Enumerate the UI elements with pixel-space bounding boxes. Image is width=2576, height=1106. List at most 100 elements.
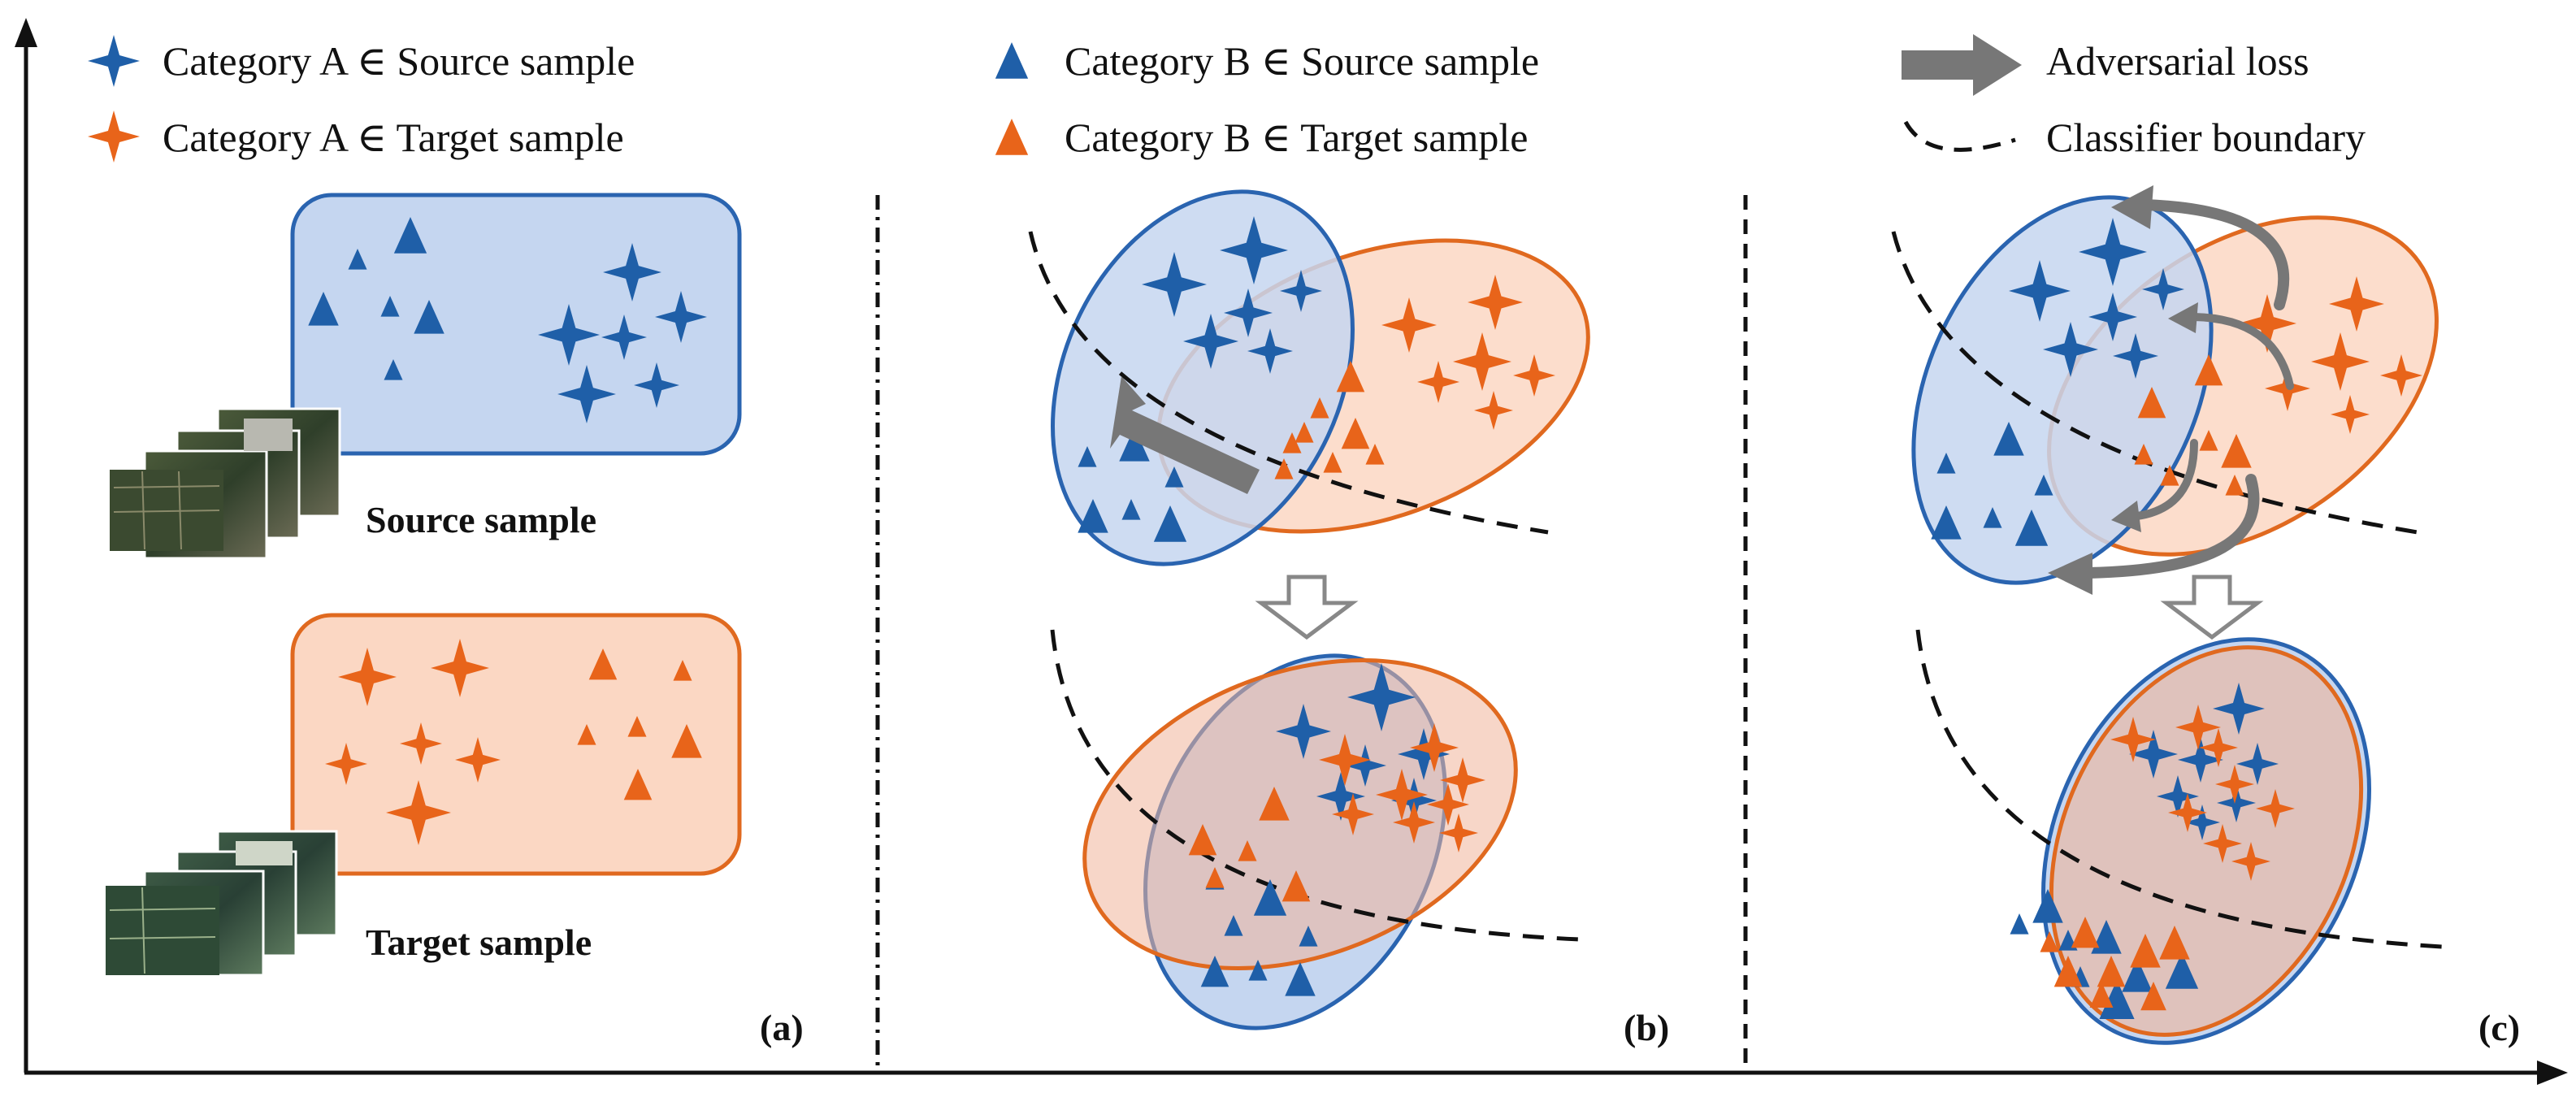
star-marker bbox=[1332, 793, 1374, 835]
legend-item-cat-b-target: Category B ∈ Target sample bbox=[995, 115, 1528, 160]
star-marker bbox=[2168, 793, 2207, 832]
triangle-marker bbox=[1323, 452, 1342, 473]
star-marker bbox=[2215, 765, 2254, 804]
triangle-marker bbox=[1299, 926, 1318, 947]
star-marker bbox=[2331, 395, 2370, 434]
star-marker bbox=[2178, 737, 2223, 783]
star-marker bbox=[1347, 663, 1416, 731]
legend-item-cat-b-source: Category B ∈ Source sample bbox=[995, 38, 1539, 84]
star-marker bbox=[1276, 704, 1331, 759]
y-axis-arrowhead bbox=[15, 18, 37, 47]
panel-b-bottom-markers bbox=[1188, 663, 1485, 996]
star-marker bbox=[1398, 728, 1450, 780]
star-marker bbox=[538, 304, 600, 366]
star-marker bbox=[2329, 276, 2384, 332]
triangle-marker bbox=[588, 648, 618, 680]
triangle-marker bbox=[2165, 952, 2199, 989]
triangle-marker bbox=[2137, 387, 2166, 419]
triangle-marker bbox=[1200, 956, 1229, 987]
star-marker bbox=[557, 365, 616, 423]
axes bbox=[15, 18, 2568, 1085]
star-marker bbox=[1224, 288, 1273, 337]
triangle-marker bbox=[2034, 475, 2053, 496]
triangle-marker bbox=[2053, 956, 2083, 987]
panel-b-top-markers bbox=[1078, 216, 1555, 542]
legend-label: Classifier boundary bbox=[2046, 115, 2366, 160]
star-marker bbox=[1220, 216, 1288, 284]
triangle-marker bbox=[995, 119, 1029, 155]
triangle-marker bbox=[1285, 962, 1316, 996]
star-marker bbox=[2380, 354, 2422, 397]
triangle-marker bbox=[2159, 926, 2190, 960]
legend-item-adversarial-loss: Adversarial loss bbox=[1902, 34, 2309, 96]
star-marker bbox=[1280, 270, 1322, 312]
adversarial-loss-arrow bbox=[1110, 376, 1260, 494]
triangle-marker bbox=[2040, 931, 2059, 952]
triangle-marker bbox=[623, 769, 653, 800]
triangle-marker bbox=[2091, 920, 2122, 954]
triangle-marker bbox=[2071, 917, 2100, 948]
star-marker bbox=[338, 648, 397, 706]
transition-arrow bbox=[2160, 575, 2264, 640]
x-axis-arrowhead bbox=[2537, 1060, 2568, 1085]
legend-item-classifier-boundary: Classifier boundary bbox=[1903, 115, 2366, 160]
triangle-marker bbox=[1078, 499, 1108, 533]
source-sample-box bbox=[290, 193, 742, 456]
star-marker bbox=[2184, 805, 2220, 840]
triangle-marker bbox=[1259, 787, 1290, 821]
star-marker bbox=[1344, 744, 1386, 787]
thick-arrow-icon bbox=[1902, 34, 2022, 96]
star-marker bbox=[2217, 783, 2256, 822]
panel-c-top-markers bbox=[1931, 218, 2422, 546]
star-marker bbox=[2175, 705, 2221, 750]
triangle-marker bbox=[348, 249, 367, 270]
classifier-boundary bbox=[1891, 231, 2418, 535]
triangle-marker bbox=[414, 300, 445, 334]
legend-item-cat-a-target: Category A ∈ Target sample bbox=[88, 111, 624, 163]
star-marker bbox=[1183, 314, 1238, 369]
star-marker bbox=[634, 362, 679, 408]
star-marker bbox=[1376, 769, 1428, 821]
star-marker bbox=[1410, 723, 1459, 772]
triangle-marker bbox=[308, 292, 339, 326]
star-marker bbox=[1142, 252, 1207, 317]
triangle-marker bbox=[1164, 466, 1184, 488]
star-icon bbox=[88, 111, 140, 163]
star-marker bbox=[400, 722, 442, 765]
star-marker bbox=[2079, 218, 2147, 286]
legend-label: Category A ∈ Target sample bbox=[163, 115, 624, 160]
star-marker bbox=[1393, 801, 1435, 844]
star-icon bbox=[88, 35, 140, 87]
star-marker bbox=[655, 291, 707, 343]
panel-c: (c) bbox=[1891, 185, 2520, 1048]
star-marker bbox=[1247, 328, 1293, 374]
star-marker bbox=[2203, 824, 2242, 863]
star-marker bbox=[2009, 260, 2071, 322]
triangle-marker bbox=[2122, 958, 2153, 992]
triangle-marker bbox=[2014, 510, 2049, 546]
star-marker bbox=[1474, 391, 1513, 430]
legend-label: Category B ∈ Source sample bbox=[1065, 38, 1539, 84]
star-marker bbox=[1513, 354, 1555, 397]
source-sample-caption: Source sample bbox=[366, 499, 596, 540]
legend-item-cat-a-source: Category A ∈ Source sample bbox=[88, 35, 635, 87]
triangle-marker bbox=[2032, 889, 2063, 923]
triangle-icon bbox=[995, 119, 1029, 155]
target-sample-caption: Target sample bbox=[366, 922, 592, 963]
legend: Category A ∈ Source sample Category A ∈ … bbox=[88, 34, 2366, 163]
triangle-marker bbox=[2130, 934, 2161, 968]
triangle-marker bbox=[1248, 960, 1268, 981]
legend-label: Category B ∈ Target sample bbox=[1065, 115, 1528, 160]
star-marker bbox=[2088, 293, 2137, 341]
panel-a-label: (a) bbox=[760, 1007, 804, 1048]
triangle-marker bbox=[1238, 840, 1257, 861]
legend-label: Adversarial loss bbox=[2046, 38, 2309, 84]
star-marker bbox=[455, 737, 501, 783]
star-marker bbox=[88, 111, 140, 163]
panel-c-bottom-markers bbox=[2010, 683, 2295, 1019]
triangle-marker bbox=[1253, 879, 1287, 916]
triangle-marker bbox=[1205, 867, 1225, 888]
triangle-marker bbox=[1188, 824, 1217, 856]
star-marker bbox=[1391, 778, 1437, 823]
